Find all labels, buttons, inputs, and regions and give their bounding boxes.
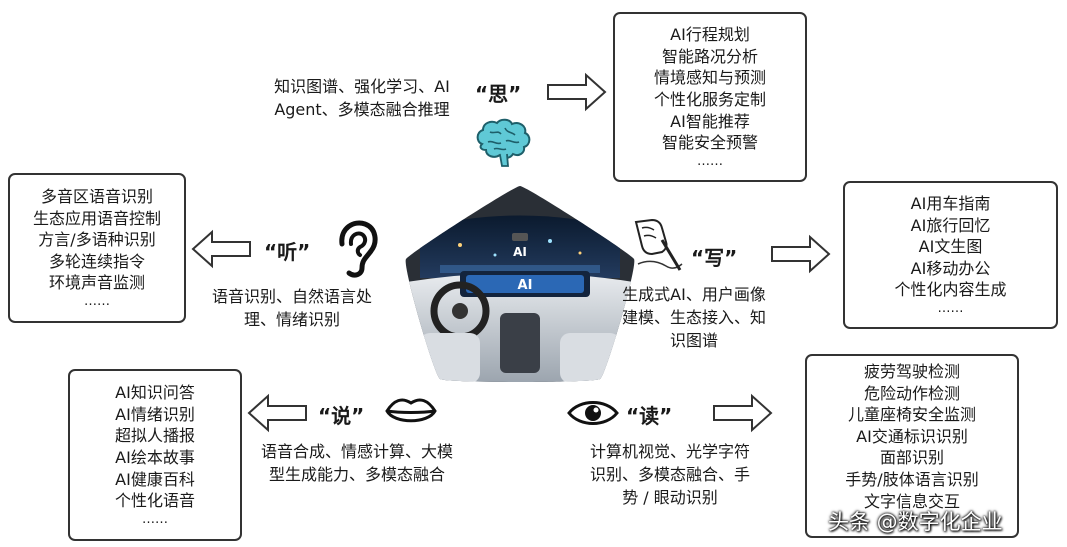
list-item: 面部识别: [879, 448, 944, 468]
list-item: 多轮连续指令: [48, 251, 145, 271]
ear-icon: [339, 220, 378, 278]
screen-label-top: AI: [513, 245, 527, 259]
list-item: 个性化服务定制: [653, 90, 766, 109]
si-title: “思”: [475, 82, 522, 106]
list-item: AI行程规划: [670, 25, 750, 45]
car-interior-image: AI AI: [405, 186, 635, 382]
lips-icon: [385, 398, 437, 423]
xie-items-box: AI用车指南 AI旅行回忆 AI文生图 AI移动办公 个性化内容生成 ……: [843, 181, 1058, 329]
list-item: 超拟人播报: [114, 426, 195, 446]
watermark: 头条 @数字化企业: [828, 510, 1003, 534]
list-item: AI移动办公: [910, 258, 991, 278]
xie-title: “写”: [691, 246, 738, 270]
list-item: AI交通标识识别: [856, 426, 968, 446]
list-item: 危险动作检测: [863, 383, 960, 403]
du-desc: 计算机视觉、光学字符 识别、多模态融合、手 势 / 眼动识别: [589, 442, 750, 507]
list-item: 疲劳驾驶检测: [863, 362, 960, 381]
list-item: 个性化语音: [114, 491, 195, 511]
xie-desc: 生成式AI、用户画像 建模、生态接入、知 识图谱: [621, 285, 766, 350]
list-item: 儿童座椅安全监测: [847, 405, 976, 425]
list-item: AI文生图: [918, 237, 983, 257]
list-item: 多音区语音识别: [40, 187, 153, 207]
list-item: AI健康百科: [115, 469, 195, 489]
list-item: ……: [84, 293, 110, 309]
list-item: 生态应用语音控制: [32, 208, 161, 228]
list-item: AI情绪识别: [115, 404, 195, 424]
brain-icon: [476, 118, 531, 167]
arrow-left-ting: [191, 229, 251, 269]
list-item: ……: [937, 300, 964, 316]
du-title: “读”: [626, 404, 673, 428]
list-item: AI旅行回忆: [910, 215, 991, 235]
arrow-right-du: [713, 393, 773, 433]
list-item: 文字信息交互: [863, 491, 960, 511]
list-item: ……: [142, 511, 168, 527]
shuo-items-box: AI知识问答 AI情绪识别 超拟人播报 AI绘本故事 AI健康百科 个性化语音 …: [68, 369, 242, 541]
list-item: AI智能推荐: [670, 111, 750, 131]
writing-hand-icon: [634, 218, 683, 271]
eye-icon: [567, 401, 619, 425]
list-item: 环境声音监测: [48, 273, 145, 293]
list-item: AI绘本故事: [115, 448, 195, 467]
list-item: 智能路况分析: [661, 46, 758, 66]
si-desc: 知识图谱、强化学习、AI Agent、多模态融合推理: [274, 77, 450, 119]
shuo-title: “说”: [318, 404, 365, 428]
ting-desc: 语音识别、自然语言处 理、情绪识别: [211, 287, 372, 329]
shuo-desc: 语音合成、情感计算、大模 型生成能力、多模态融合: [260, 442, 453, 484]
list-item: 智能安全预警: [661, 133, 758, 153]
list-item: 个性化内容生成: [894, 280, 1007, 300]
arrow-right-xie: [771, 234, 831, 274]
list-item: 手势/肢体语言识别: [845, 469, 979, 489]
arrow-left-shuo: [247, 393, 307, 433]
list-item: 方言/多语种识别: [38, 230, 156, 250]
list-item: 情境感知与预测: [653, 68, 766, 88]
du-items-box: 疲劳驾驶检测 危险动作检测 儿童座椅安全监测 AI交通标识识别 面部识别 手势/…: [805, 354, 1019, 538]
list-item: AI知识问答: [115, 383, 195, 403]
list-item: AI用车指南: [910, 194, 991, 214]
si-items-box: AI行程规划 智能路况分析 情境感知与预测 个性化服务定制 AI智能推荐 智能安…: [613, 12, 807, 182]
screen-label-mid: AI: [518, 278, 533, 293]
ting-title: “听”: [264, 240, 311, 264]
list-item: ……: [697, 153, 723, 169]
arrow-right-si: [547, 72, 607, 112]
ting-items-box: 多音区语音识别 生态应用语音控制 方言/多语种识别 多轮连续指令 环境声音监测 …: [8, 173, 186, 323]
